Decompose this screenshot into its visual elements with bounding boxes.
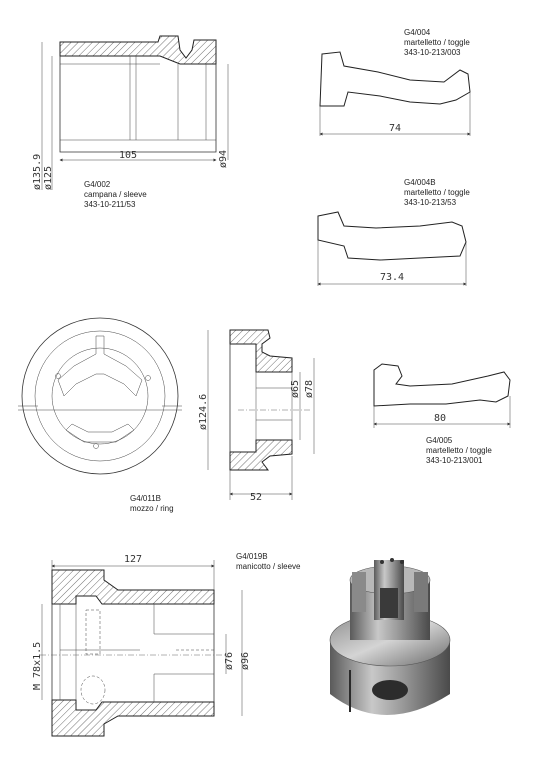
g4-019b-thread-dim: M 78x1.5 [32,642,43,690]
g4-002-code: G4/002 [84,180,111,189]
g4-005-length-dim: 80 [434,413,446,424]
g4-004b-toggle-drawing: 73.4 [317,211,467,286]
g4-011b-dia-78-dim: ø78 [304,380,315,398]
g4-011b-dia-65-dim: ø65 [290,380,301,398]
g4-011b-name: mozzo / ring [130,504,174,513]
g4-011b-caption: G4/011B mozzo / ring [130,494,174,514]
g4-004-caption: G4/004 martelletto / toggle 343-10-213/0… [404,28,470,58]
g4-002-bore-dia-dim: ø125 [43,166,54,190]
g4-004b-ref: 343-10-213/53 [404,198,457,207]
g4-005-caption: G4/005 martelletto / toggle 343-10-213/0… [426,436,492,466]
g4-002-sleeve-drawing: 105 ø135.9 ø125 ø94 [32,35,229,190]
g4-004-name: martelletto / toggle [404,38,470,47]
g4-002-name: campana / sleeve [84,190,147,199]
g4-019b-caption: G4/019B manicotto / sleeve [236,552,300,572]
g4-005-toggle-drawing: 80 [373,363,511,428]
g4-005-code: G4/005 [426,436,453,445]
g4-004-code: G4/004 [404,28,431,37]
g4-019b-name: manicotto / sleeve [236,562,301,571]
g4-002-length-dim: 105 [119,150,137,161]
g4-019b-dia-96-dim: ø96 [240,652,251,670]
g4-004-toggle-drawing: 74 [319,51,471,136]
g4-019b-dia-76-dim: ø76 [224,652,235,670]
g4-002-ref: 343-10-211/53 [84,200,136,209]
g4-019b-code: G4/019B [236,552,268,561]
metal-hub-photo [329,558,451,715]
g4-004b-length-dim: 73.4 [380,272,404,283]
g4-011b-length-dim: 52 [250,492,262,503]
g4-011b-code: G4/011B [130,494,161,503]
g4-004b-caption: G4/004B martelletto / toggle 343-10-213/… [404,178,470,208]
g4-004-length-dim: 74 [389,123,401,134]
g4-004-ref: 343-10-213/003 [404,48,461,57]
g4-005-ref: 343-10-213/001 [426,456,483,465]
g4-005-name: martelletto / toggle [426,446,492,455]
g4-011b-ring-front-view [18,317,182,475]
g4-002-caption: G4/002 campana / sleeve 343-10-211/53 [84,180,147,210]
g4-011b-outer-dia-dim: ø124.6 [198,394,209,430]
g4-019b-sleeve-section: 127 M 78x1.5 ø76 ø96 [32,554,251,737]
g4-011b-ring-section: ø124.6 ø65 ø78 52 [198,329,315,503]
g4-019b-length-dim: 127 [124,554,142,565]
g4-004b-name: martelletto / toggle [404,188,470,197]
g4-002-small-dia-dim: ø94 [218,150,229,168]
g4-004b-code: G4/004B [404,178,436,187]
g4-002-outer-dia-dim: ø135.9 [32,154,43,190]
